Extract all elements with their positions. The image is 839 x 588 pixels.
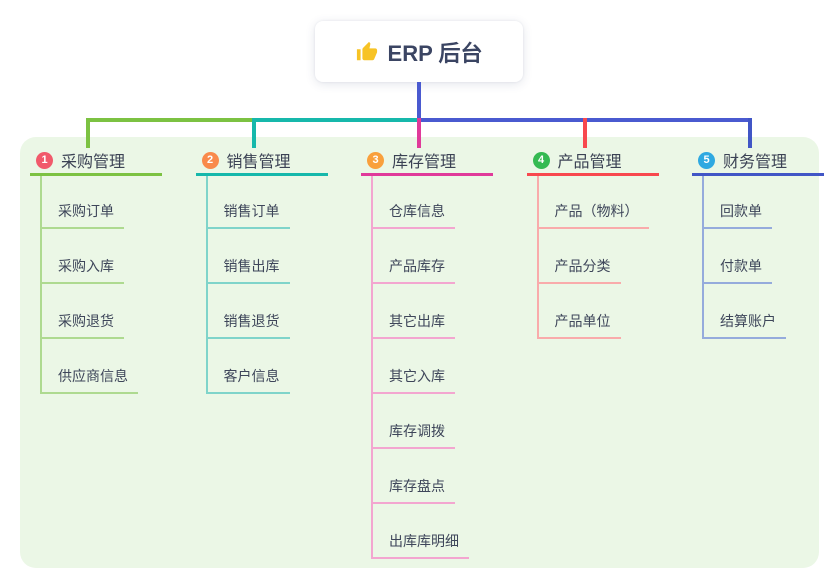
branch-underline-4 [526,173,659,176]
leaf-node[interactable]: 结算账户 [702,312,786,339]
subtree-vline-2 [205,176,208,394]
thumbs-up-icon [356,41,377,60]
branch-drop-line-2 [251,118,256,148]
root-node[interactable]: ERP 后台 [315,21,523,82]
subtree-vline-5 [702,176,704,339]
branch-node-2[interactable]: 2 销售管理 [201,147,291,173]
leaf-node[interactable]: 其它入库 [371,367,455,394]
leaf-node[interactable]: 供应商信息 [40,367,138,394]
leaf-node[interactable]: 销售出库 [205,257,290,284]
bus-segment-left-teal [253,118,419,122]
branch-label: 库存管理 [392,154,457,171]
leaf-node[interactable]: 回款单 [702,202,772,229]
branch-node-1[interactable]: 1 采购管理 [36,147,125,173]
branch-label: 销售管理 [226,154,291,171]
branch-number: 1 [41,153,48,166]
branch-underline-5 [692,173,824,176]
leaf-node[interactable]: 销售退货 [205,312,290,339]
leaf-node[interactable]: 采购入库 [40,257,124,284]
branches-panel [20,137,819,568]
branch-number-badge: 3 [367,151,384,169]
branch-node-3[interactable]: 3 库存管理 [367,147,456,173]
leaf-node[interactable]: 产品分类 [536,257,621,284]
leaf-node[interactable]: 其它出库 [371,312,455,339]
root-connector [417,82,421,118]
subtree-vline-4 [536,176,539,339]
branch-drop-line-5 [748,118,752,148]
branch-drop-line-1 [86,118,90,148]
leaf-node[interactable]: 采购退货 [40,312,124,339]
branch-label: 采购管理 [61,154,126,171]
leaf-node[interactable]: 产品单位 [536,312,621,339]
branch-number: 2 [206,153,214,166]
leaf-node[interactable]: 仓库信息 [371,202,455,229]
branch-label: 产品管理 [557,154,622,171]
branch-number: 4 [537,153,545,166]
leaf-node[interactable]: 产品（物料） [536,202,649,229]
leaf-node[interactable]: 出库库明细 [371,532,469,559]
leaf-node[interactable]: 付款单 [702,257,772,284]
branch-drop-line-3 [417,118,421,148]
branch-number-badge: 5 [698,151,715,169]
branch-label: 财务管理 [723,154,788,171]
branch-number-badge: 4 [532,151,550,169]
leaf-node[interactable]: 客户信息 [205,367,290,394]
leaf-node[interactable]: 库存盘点 [371,477,455,504]
branch-number-badge: 1 [36,151,53,169]
branch-number-badge: 2 [201,151,219,169]
branch-drop-line-4 [582,118,587,148]
branch-underline-2 [195,173,328,176]
leaf-node[interactable]: 产品库存 [371,257,455,284]
subtree-vline-3 [371,176,373,559]
bus-segment-left-green [86,118,254,122]
leaf-node[interactable]: 采购订单 [40,202,124,229]
branch-underline-1 [30,173,162,176]
branch-number: 5 [703,153,710,166]
branch-node-5[interactable]: 5 财务管理 [698,147,787,173]
subtree-vline-1 [40,176,42,394]
leaf-node[interactable]: 销售订单 [205,202,290,229]
branch-number: 3 [372,153,379,166]
leaf-node[interactable]: 库存调拨 [371,422,455,449]
branch-underline-3 [361,173,493,176]
branch-node-4[interactable]: 4 产品管理 [532,147,622,173]
root-label: ERP 后台 [387,40,483,66]
